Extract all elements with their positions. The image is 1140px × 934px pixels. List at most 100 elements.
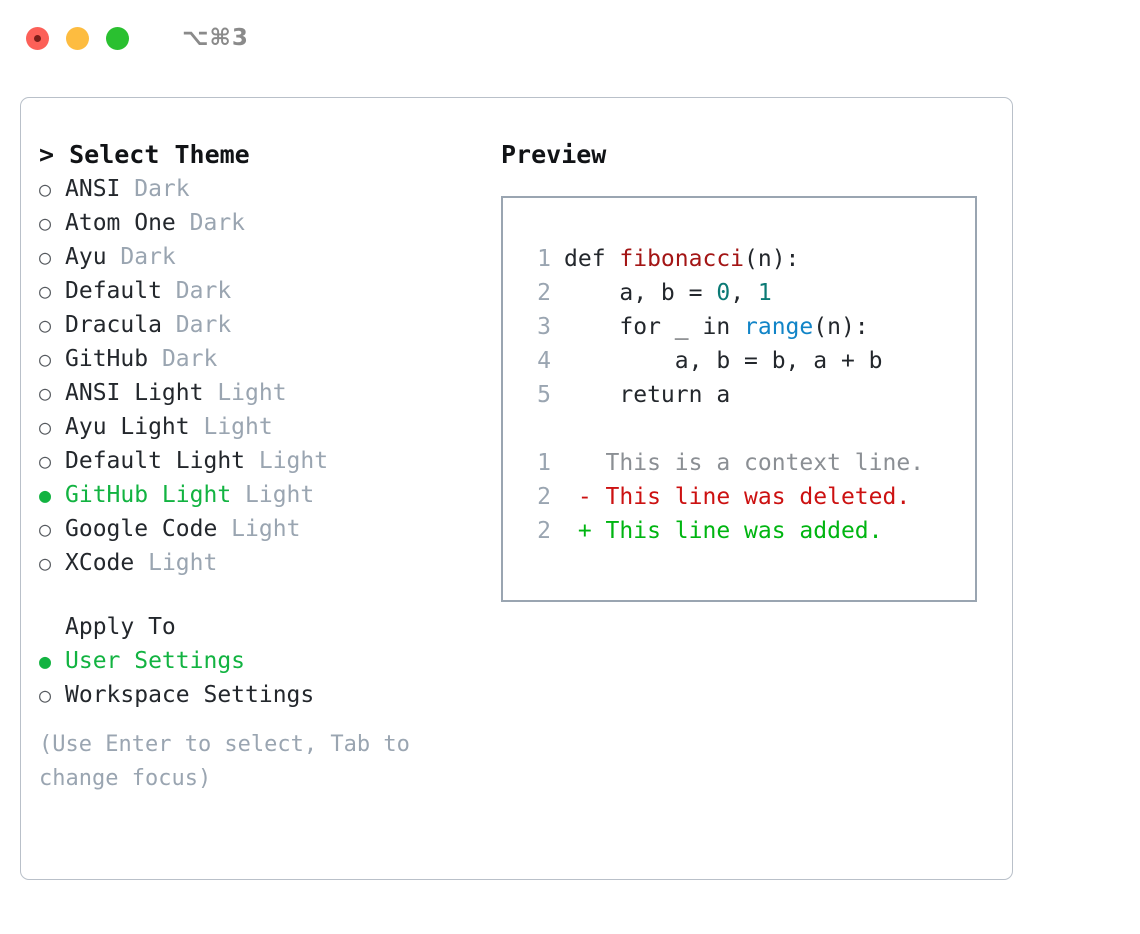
line-number: 3 <box>537 314 551 340</box>
keyboard-shortcut-label: ⌥⌘3 <box>182 25 249 51</box>
theme-list-item[interactable]: ○ANSI Light Light <box>39 376 486 410</box>
radio-unselected-icon: ○ <box>39 245 52 269</box>
theme-list-item[interactable]: ○ Atom One Dark <box>39 206 486 240</box>
theme-name-label: GitHub Light <box>65 482 232 508</box>
theme-variant-tag: Light <box>189 414 273 440</box>
code-text: return a <box>564 378 730 412</box>
radio-unselected-icon: ○ <box>39 415 52 439</box>
diff-line-del: 2 - This line was deleted. <box>525 480 975 514</box>
code-token: def <box>564 246 620 272</box>
theme-list-item[interactable]: ○Google Code Light <box>39 512 486 546</box>
code-diff-separator <box>525 412 975 446</box>
theme-variant-tag: Dark <box>120 176 190 202</box>
select-theme-heading: > Select Theme <box>39 140 250 169</box>
theme-name-label: GitHub <box>65 346 149 372</box>
apply-to-option-label: Workspace Settings <box>65 682 315 708</box>
code-token: a, b = b, a + b <box>564 348 883 374</box>
line-number: 4 <box>537 348 551 374</box>
theme-variant-tag: Light <box>134 550 218 576</box>
theme-variant-tag: Light <box>231 482 315 508</box>
code-text: def fibonacci(n): <box>564 242 799 276</box>
code-line: 4 a, b = b, a + b <box>525 344 975 378</box>
theme-list-item[interactable]: ○ Default Light Light <box>39 444 486 478</box>
code-line: 1 def fibonacci(n): <box>525 242 975 276</box>
line-number: 2 <box>537 280 551 306</box>
theme-variant-tag: Dark <box>148 346 218 372</box>
theme-selector-dialog: > Select Theme ○ANSI Dark○Atom One Dark○… <box>20 97 1013 880</box>
theme-name-label: Default Light <box>65 448 246 474</box>
code-text: for _ in range(n): <box>564 310 869 344</box>
code-token: return a <box>564 382 731 408</box>
radio-selected-icon: ● <box>39 483 52 507</box>
minimize-window-button[interactable] <box>66 26 89 50</box>
theme-list-item[interactable]: ● GitHub Light Light <box>39 478 486 512</box>
theme-variant-tag: Dark <box>161 312 232 338</box>
code-token: range <box>744 314 814 340</box>
theme-name-label: Default <box>65 278 162 304</box>
apply-to-heading-label: Apply To <box>65 614 176 640</box>
diff-text: + This line was added. <box>564 518 883 544</box>
theme-variant-tag: Dark <box>106 244 176 270</box>
radio-unselected-icon: ○ <box>39 211 52 235</box>
radio-unselected-icon: ○ <box>39 449 52 473</box>
code-token: a, b = <box>564 280 717 306</box>
theme-variant-tag: Dark <box>175 210 246 236</box>
line-number: 1 <box>537 246 551 272</box>
code-token: (n): <box>813 314 869 340</box>
apply-to-option[interactable]: ●User Settings <box>39 644 486 678</box>
theme-list-item[interactable]: ○ GitHub Dark <box>39 342 486 376</box>
spacer <box>39 580 486 610</box>
line-number: 5 <box>537 382 551 408</box>
theme-list-item[interactable]: ○ XCode Light <box>39 546 486 580</box>
code-text: a, b = 0, 1 <box>564 276 771 310</box>
theme-list-item[interactable]: ○ Default Dark <box>39 274 486 308</box>
theme-list-item[interactable]: ○ANSI Dark <box>39 172 486 206</box>
code-token: , <box>730 280 758 306</box>
radio-unselected-icon: ○ <box>39 279 52 303</box>
code-line: 3 for _ in range(n): <box>525 310 975 344</box>
code-text: a, b = b, a + b <box>564 344 883 378</box>
theme-list-item[interactable]: ○ Ayu Light Light <box>39 410 486 444</box>
zoom-window-button[interactable] <box>106 26 129 50</box>
title-bar: ⌥⌘3 <box>0 0 1140 76</box>
code-token: (n): <box>744 246 800 272</box>
code-token: 0 <box>716 280 731 306</box>
theme-name-label: Ayu Light <box>65 414 190 440</box>
apply-to-option-label: User Settings <box>65 648 246 674</box>
diff-block: 1 This is a context line. 2 - This line w… <box>525 446 975 548</box>
code-token: fibonacci <box>619 246 745 272</box>
theme-list-item[interactable]: ○Ayu Dark <box>39 240 486 274</box>
theme-list[interactable]: ○ANSI Dark○Atom One Dark○Ayu Dark○Defaul… <box>39 172 486 580</box>
apply-to-list[interactable]: ●User Settings ○ Workspace Settings <box>39 644 486 712</box>
code-line: 2 a, b = 0, 1 <box>525 276 975 310</box>
code-token: for _ in <box>564 314 745 340</box>
radio-unselected-icon: ○ <box>39 683 52 707</box>
window-controls <box>26 26 129 50</box>
radio-unselected-icon: ○ <box>39 177 52 201</box>
radio-unselected-icon: ○ <box>39 347 52 371</box>
apply-to-heading: Apply To <box>39 610 486 644</box>
close-window-button[interactable] <box>26 26 49 50</box>
diff-line-add: 2 + This line was added. <box>525 514 975 548</box>
radio-unselected-icon: ○ <box>39 551 52 575</box>
theme-name-label: Atom One <box>65 210 176 236</box>
theme-selection-column: > Select Theme ○ANSI Dark○Atom One Dark○… <box>21 138 486 796</box>
theme-variant-tag: Light <box>245 448 329 474</box>
radio-unselected-icon: ○ <box>39 313 52 337</box>
theme-name-label: ANSI Light <box>65 380 204 406</box>
spacer <box>39 712 486 728</box>
line-number: 2 <box>537 518 551 544</box>
theme-variant-tag: Dark <box>161 278 232 304</box>
line-number: 2 <box>537 484 551 510</box>
diff-text: - This line was deleted. <box>564 484 911 510</box>
line-number: 1 <box>537 450 551 476</box>
theme-name-label: XCode <box>65 550 135 576</box>
apply-to-option[interactable]: ○ Workspace Settings <box>39 678 486 712</box>
diff-text: This is a context line. <box>564 450 925 476</box>
theme-name-label: Dracula <box>65 312 162 338</box>
theme-list-item[interactable]: ○ Dracula Dark <box>39 308 486 342</box>
